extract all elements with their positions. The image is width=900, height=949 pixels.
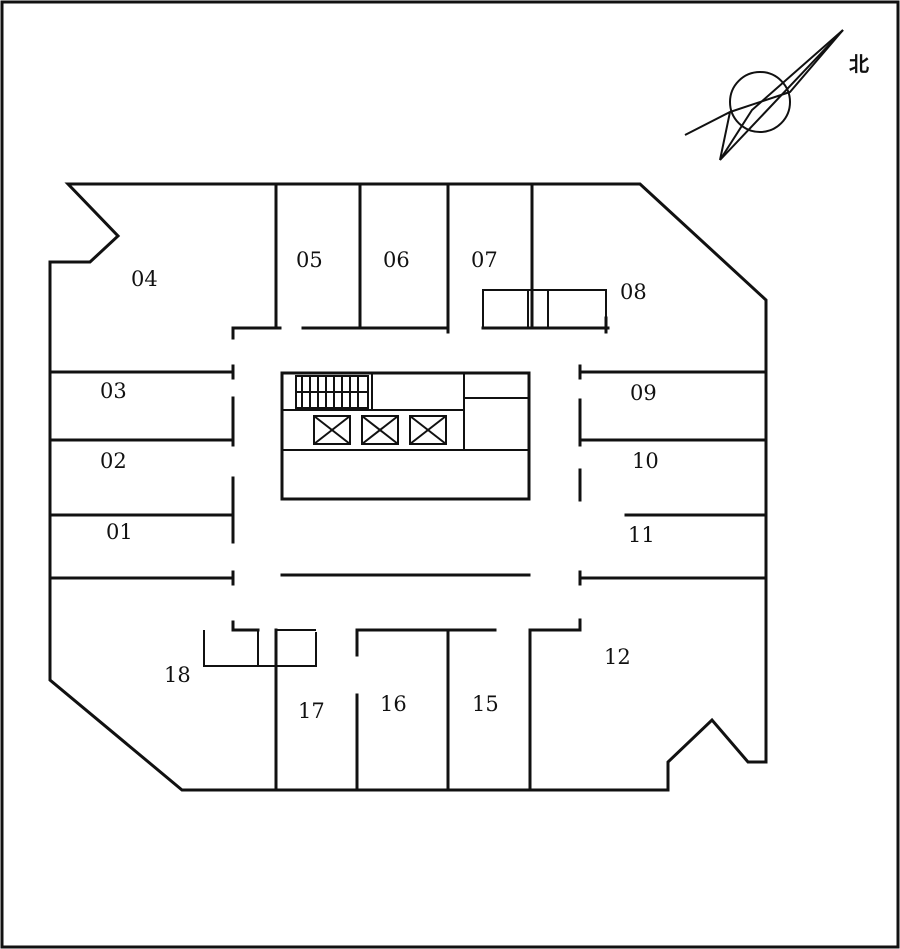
room-label-02: 02 [100, 449, 127, 473]
room-label-04: 04 [131, 267, 158, 291]
building-outline [48, 182, 768, 792]
room-label-03: 03 [100, 379, 127, 403]
west-partitions [48, 364, 235, 586]
room-label-06: 06 [383, 248, 410, 272]
elevator-icon [409, 415, 447, 445]
north-label: 北 [849, 52, 869, 76]
door-boxes-08 [482, 289, 607, 328]
room-label-12: 12 [604, 645, 631, 669]
north-compass-icon [684, 29, 844, 161]
elevator-icon [313, 415, 351, 445]
east-partitions [578, 364, 768, 586]
room-label-07: 07 [471, 248, 498, 272]
room-label-01: 01 [106, 520, 133, 544]
building-core [280, 371, 531, 501]
room-label-16: 16 [380, 692, 407, 716]
room-label-08: 08 [620, 280, 647, 304]
room-label-10: 10 [632, 449, 659, 473]
room-label-09: 09 [630, 381, 657, 405]
room-label-18: 18 [164, 663, 191, 687]
elevator-icon [361, 415, 399, 445]
room-label-17: 17 [298, 699, 325, 723]
room-label-11: 11 [628, 523, 655, 547]
room-label-15: 15 [472, 692, 499, 716]
door-boxes-18 [203, 629, 317, 667]
stairs-icon [295, 375, 369, 409]
south-partitions [231, 618, 582, 792]
north-partitions [231, 182, 610, 340]
room-label-05: 05 [296, 248, 323, 272]
